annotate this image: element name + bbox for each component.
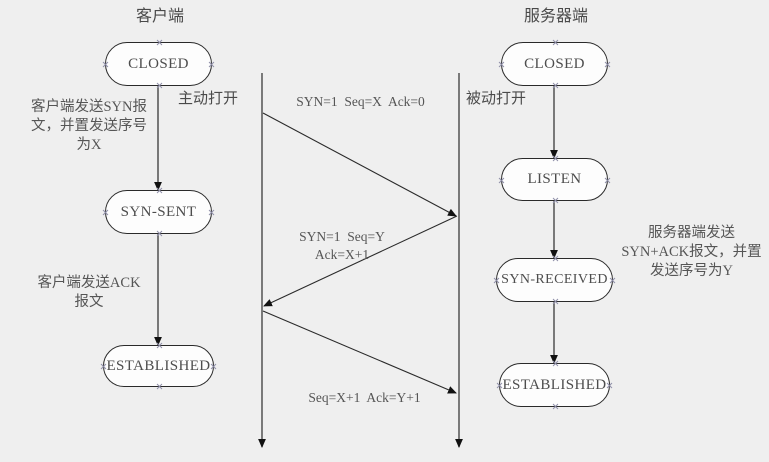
connector-handle [552, 403, 559, 410]
connector-handle [552, 255, 559, 262]
state-server-established[interactable]: ESTABLISHED [499, 363, 610, 407]
column-title-client: 客户端 [135, 8, 184, 25]
connector-handle [156, 187, 163, 194]
connector-handle [210, 363, 217, 370]
connector-handle [604, 177, 611, 184]
connector-handle [552, 155, 559, 162]
connector-handle [498, 61, 505, 68]
connector-handle [552, 298, 559, 305]
message-label-ack: Seq=X+1 Ack=Y+1 [308, 390, 421, 405]
connector-handle [102, 209, 109, 216]
state-client-established-label: ESTABLISHED [106, 357, 211, 374]
message-label-syn-ack: SYN=1 Seq=Y Ack=X+1 [299, 229, 385, 262]
state-server-listen-label: LISTEN [527, 171, 582, 187]
message-arrow-syn [262, 112, 457, 217]
connector-handle [156, 39, 163, 46]
connector-handle [208, 61, 215, 68]
state-client-syn-sent[interactable]: SYN-SENT [105, 190, 212, 234]
state-client-closed[interactable]: CLOSED [105, 42, 212, 86]
message-arrow-ack [262, 310, 457, 394]
message-label-syn: SYN=1 Seq=X Ack=0 [296, 94, 425, 109]
state-server-closed[interactable]: CLOSED [501, 42, 608, 86]
note-server-send-syn-ack: 服务器端发送 SYN+ACK报文，并置 发送序号为Y [621, 225, 762, 280]
connector-handle [156, 82, 163, 89]
state-server-listen[interactable]: LISTEN [501, 158, 608, 201]
state-client-closed-label: CLOSED [128, 55, 189, 72]
state-server-syn-received[interactable]: SYN-RECEIVED [496, 258, 613, 302]
connector-handle [552, 82, 559, 89]
connector-handle [552, 39, 559, 46]
connector-handle [493, 277, 500, 284]
state-server-established-label: ESTABLISHED [502, 376, 607, 393]
state-server-closed-label: CLOSED [524, 55, 585, 72]
state-server-syn-received-label: SYN-RECEIVED [501, 272, 608, 287]
column-title-server: 服务器端 [523, 8, 588, 25]
connector-handle [156, 383, 163, 390]
connector-handle [604, 61, 611, 68]
connector-handle [102, 61, 109, 68]
connector-handle [606, 382, 613, 389]
note-client-send-syn: 客户端发送SYN报 文，并置发送序号 为X [30, 99, 147, 154]
state-client-syn-sent-label: SYN-SENT [120, 203, 197, 220]
connector-handle [156, 230, 163, 237]
connector-handle [156, 342, 163, 349]
label-active-open: 主动打开 [178, 91, 239, 107]
note-client-send-ack: 客户端发送ACK 报文 [37, 275, 141, 311]
connector-handle [552, 360, 559, 367]
connector-handle [552, 197, 559, 204]
label-passive-open: 被动打开 [466, 91, 527, 107]
state-client-established[interactable]: ESTABLISHED [103, 345, 214, 387]
connector-handle [498, 177, 505, 184]
connector-handle [208, 209, 215, 216]
